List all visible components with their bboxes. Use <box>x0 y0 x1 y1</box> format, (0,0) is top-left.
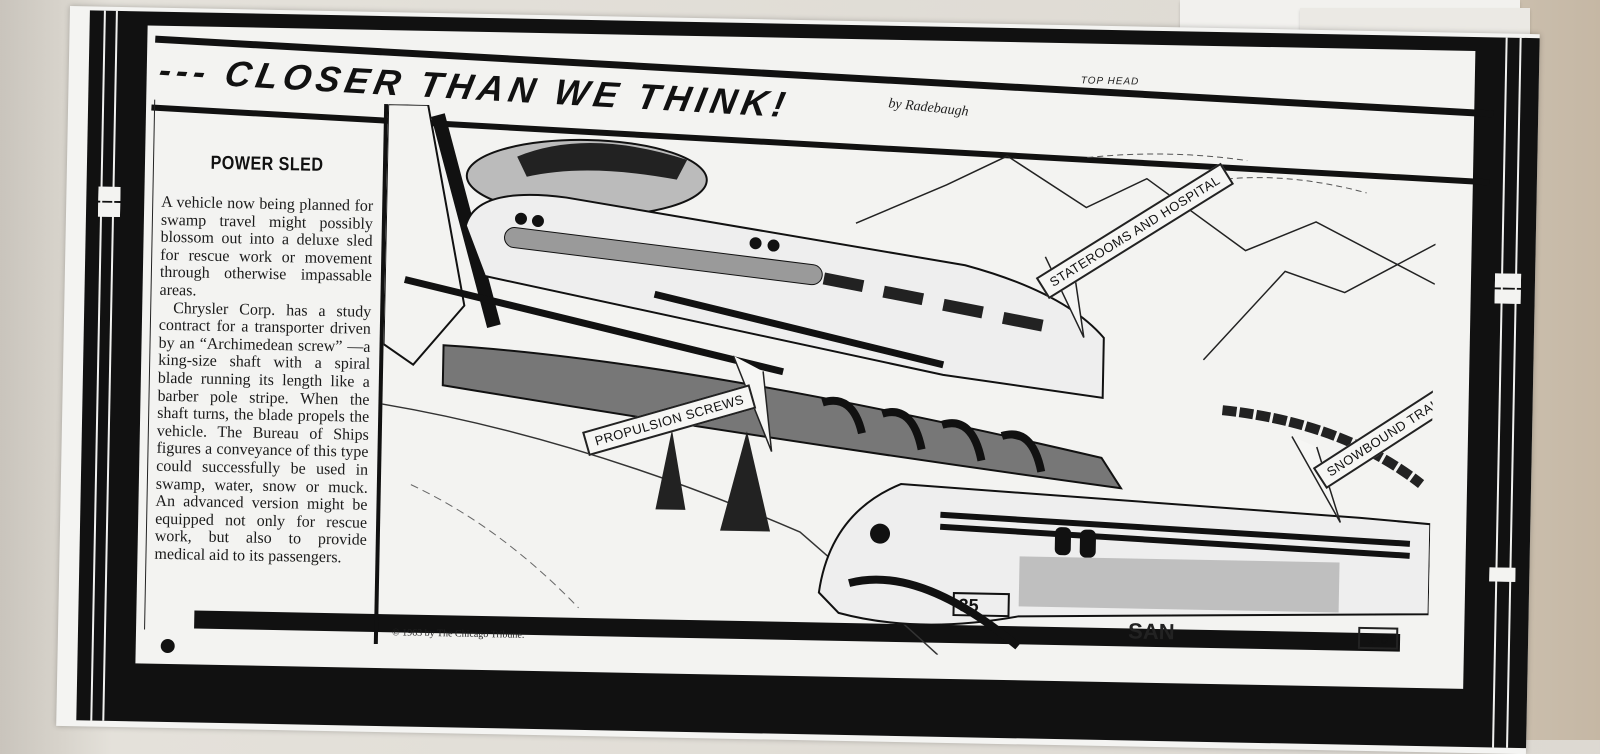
illustration-panel: 35 SAN STATEROOMS AND HOSPITAL PROPULSIO… <box>373 104 1438 665</box>
illustration-drawing: 35 SAN <box>382 104 1437 656</box>
registration-tick <box>1489 567 1516 582</box>
article-body: A vehicle now being planned for swamp tr… <box>146 194 379 568</box>
comic-sheet: --- CLOSER THAN WE THINK! by Radebaugh T… <box>56 6 1540 754</box>
article-headline: POWER SLED <box>210 152 324 176</box>
registration-tick <box>98 186 121 202</box>
frame-rule <box>1506 37 1522 748</box>
registration-tick <box>1494 273 1522 288</box>
article-paragraph: Chrysler Corp. has a study contract for … <box>154 299 372 567</box>
registration-tick <box>1494 289 1521 304</box>
article-paragraph: A vehicle now being planned for swamp tr… <box>159 193 374 300</box>
article-column: POWER SLED A vehicle now being planned f… <box>144 99 382 634</box>
frame-rule <box>1492 37 1508 748</box>
registration-tick <box>97 202 121 217</box>
top-head-mark: TOP HEAD <box>1080 75 1140 88</box>
registration-mark-icon <box>157 635 178 657</box>
frame-rule <box>102 10 118 721</box>
date-mark: 1-6 <box>1357 626 1399 650</box>
train-lettering: SAN <box>1128 618 1175 644</box>
